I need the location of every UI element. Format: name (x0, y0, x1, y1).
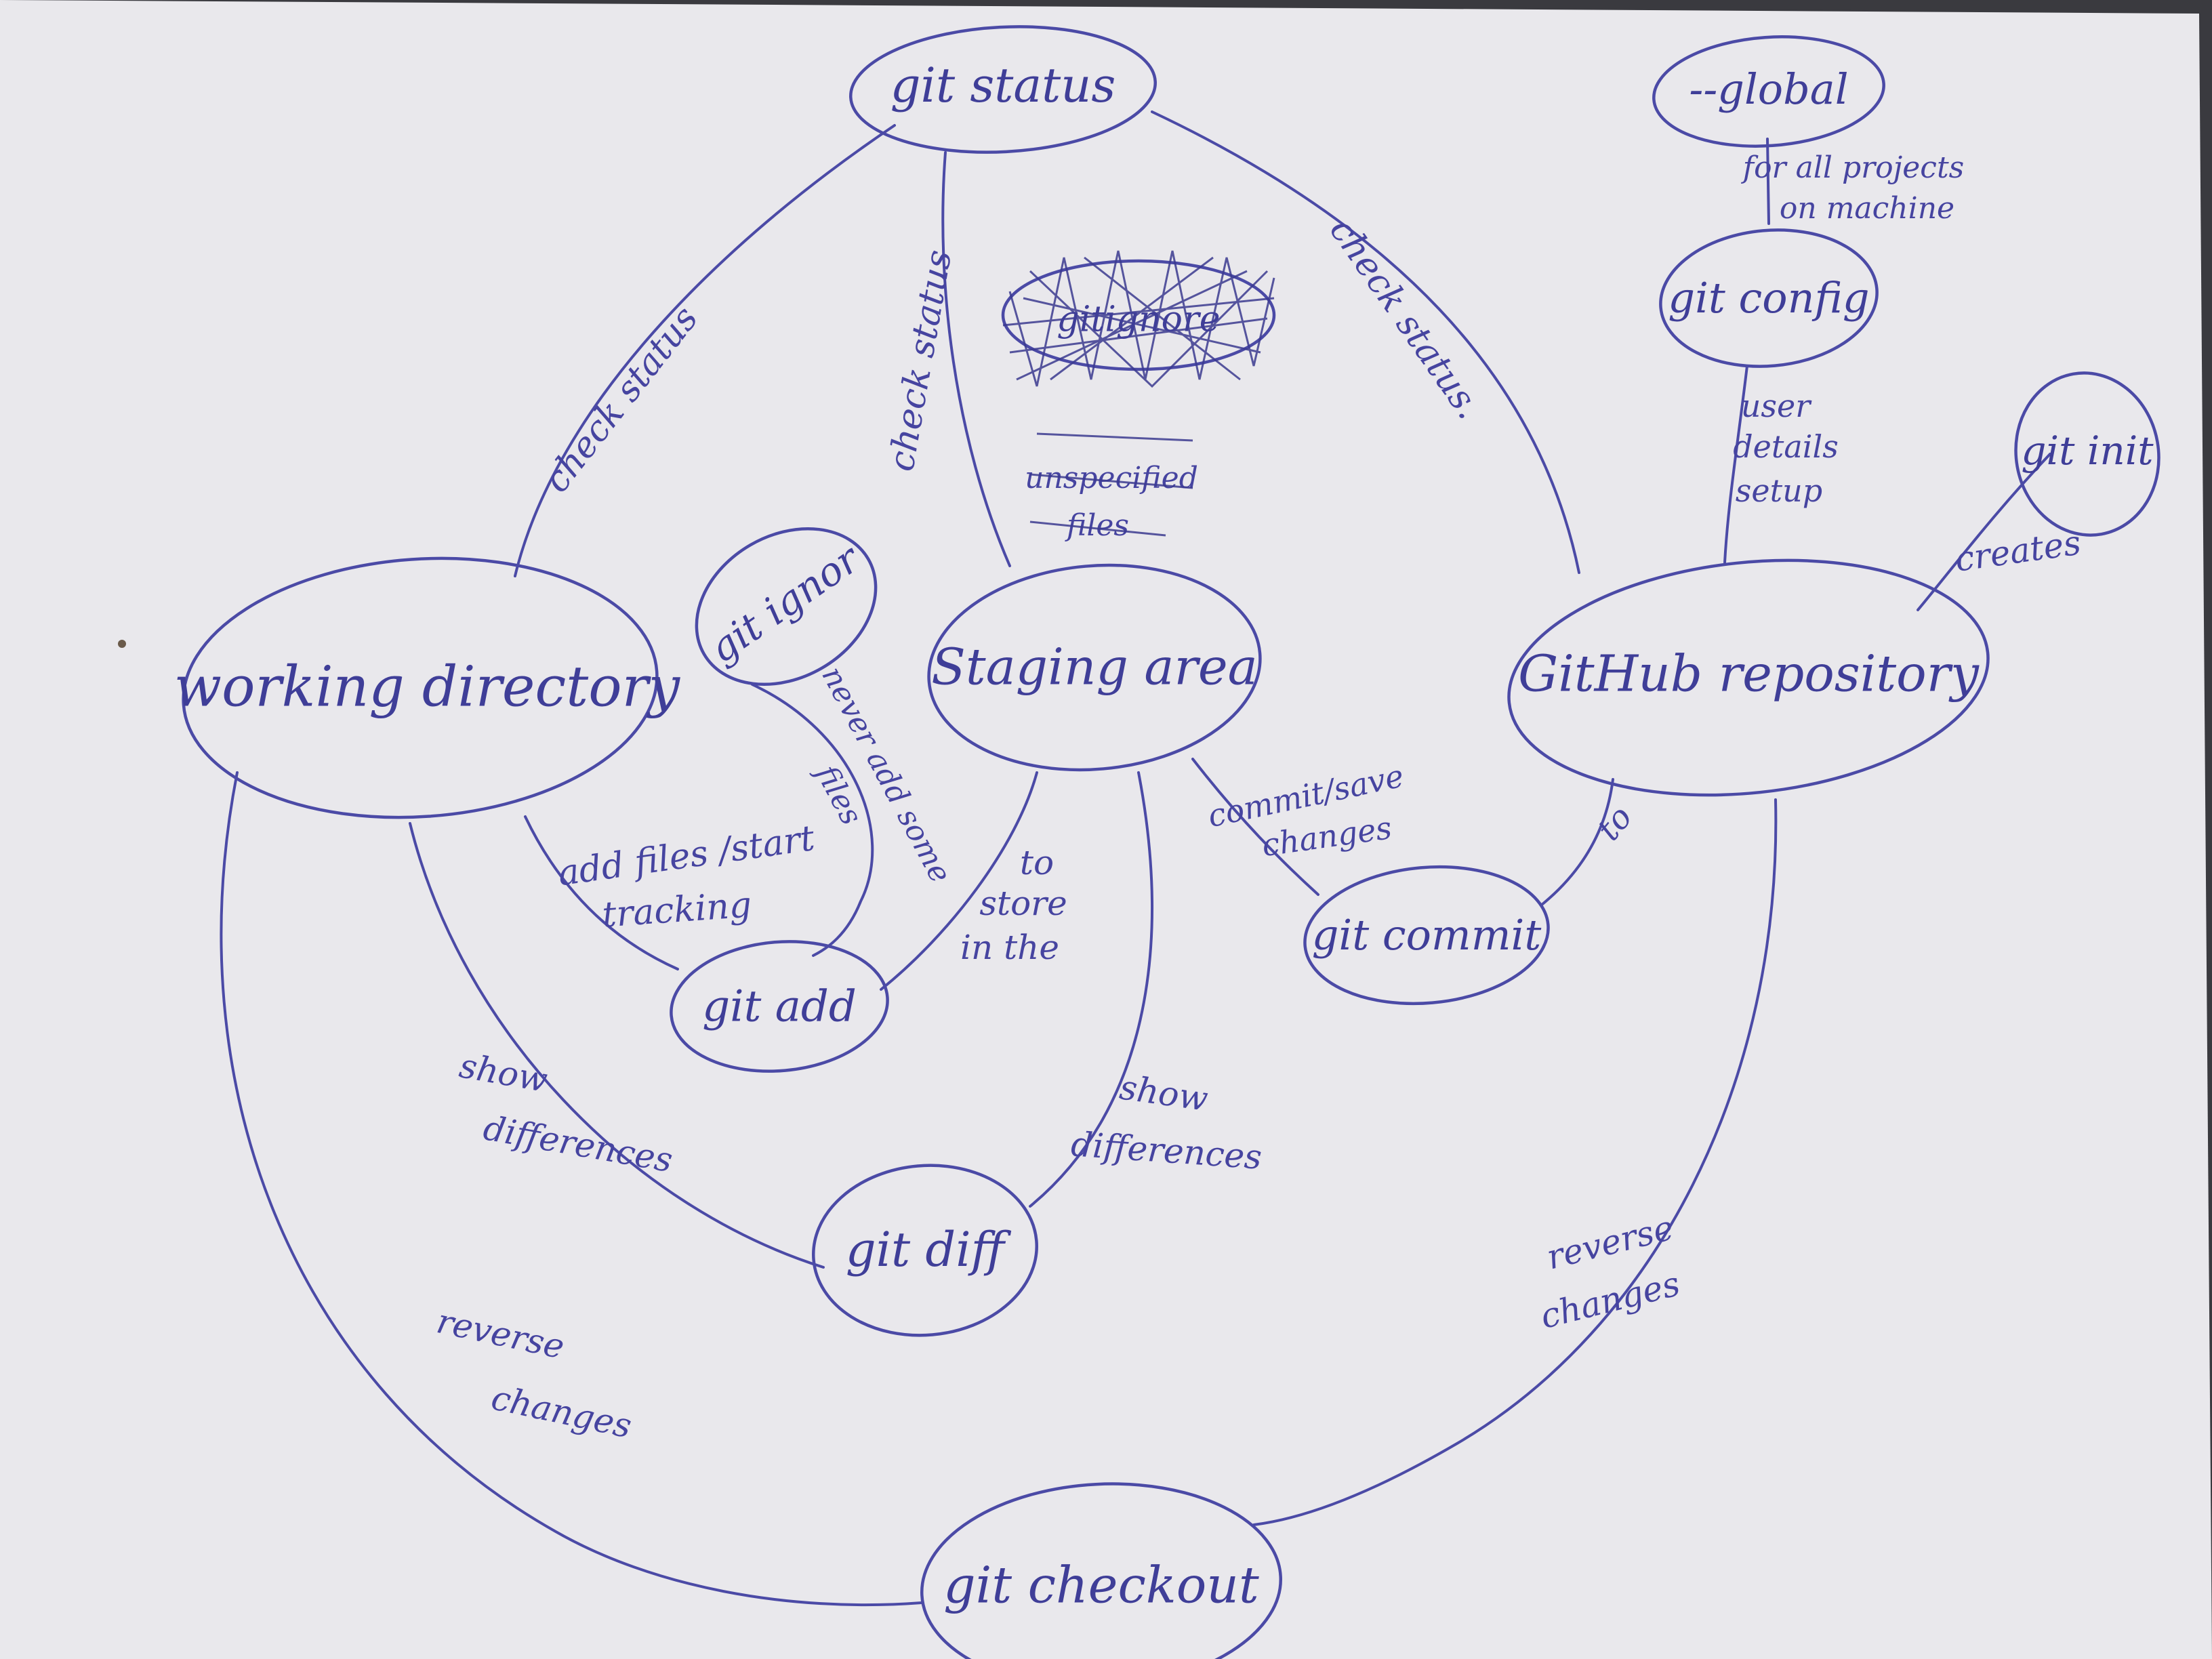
node-git-ignor-oval (695, 527, 878, 687)
label-details: details (1733, 428, 1839, 465)
label-for-all-projects-2: on machine (1780, 191, 1954, 226)
edge-working-diff (409, 822, 825, 1269)
crossed-out-oval (1001, 259, 1276, 371)
ink-dot (118, 640, 126, 648)
edge-commit-github (1540, 778, 1614, 906)
node-git-checkout-oval (920, 1482, 1283, 1659)
node-global: --global (1689, 64, 1848, 114)
edge-status-github (1151, 110, 1580, 574)
edge-init-github (1917, 453, 2051, 611)
node-global-oval (1652, 35, 1885, 148)
label-in-the: in the (960, 928, 1059, 967)
label-setup: setup (1736, 472, 1822, 509)
edge-global-config (1766, 138, 1770, 225)
label-for-all-projects-1: for all projects (1741, 150, 1964, 185)
node-git-add-oval (670, 940, 889, 1073)
edge-status-working (514, 124, 896, 577)
label-user: user (1741, 388, 1812, 424)
crossed-note-strike (1029, 432, 1193, 537)
edge-add-staging (880, 771, 1038, 991)
node-github-repository-oval (1507, 558, 1990, 797)
edge-staging-diff (1029, 771, 1154, 1208)
node-git-config: git config (1668, 273, 1869, 323)
node-git-diff: git diff (846, 1222, 1012, 1277)
crossed-note-1: unspecified (1025, 461, 1198, 495)
node-working-directory: working directory (174, 655, 681, 720)
edge-working-add (524, 815, 679, 970)
node-github-repository: GitHub repository (1518, 644, 1980, 703)
edge-config-github (1723, 365, 1748, 564)
node-git-commit: git commit (1312, 910, 1542, 960)
node-working-directory-oval (182, 556, 659, 819)
edge-github-checkout (1252, 798, 1778, 1526)
node-git-commit-oval (1303, 865, 1550, 1006)
node-git-init: git init (2021, 428, 2154, 474)
crossed-out-label: gitignore (1057, 300, 1220, 340)
label-store: store (979, 884, 1067, 923)
edge-ignor-add (751, 683, 874, 957)
node-git-config-oval (1659, 228, 1879, 368)
node-git-status-oval (849, 25, 1157, 154)
label-to: to (1020, 843, 1054, 882)
node-git-checkout: git checkout (943, 1556, 1259, 1614)
scribble-mark (1002, 250, 1275, 388)
edge-status-staging (941, 151, 1011, 567)
node-git-add: git add (702, 982, 857, 1032)
edge-working-checkout (220, 771, 923, 1607)
node-git-diff-oval (812, 1164, 1038, 1337)
node-staging-area: Staging area (931, 638, 1258, 696)
node-staging-area-oval (927, 563, 1262, 772)
edge-staging-commit (1191, 758, 1319, 896)
node-git-status: git status (890, 58, 1116, 113)
node-git-init-oval (2014, 371, 2160, 537)
